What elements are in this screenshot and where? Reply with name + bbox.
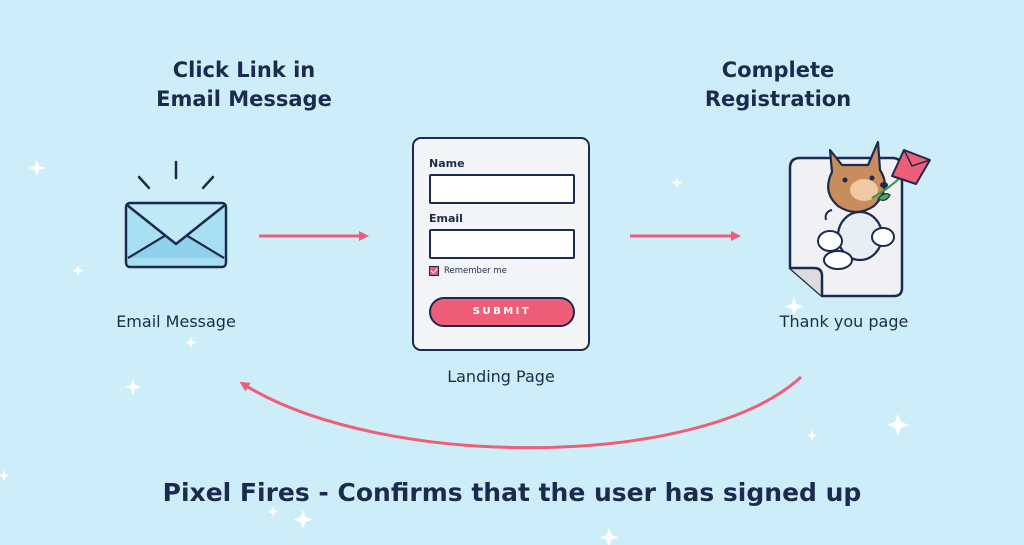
dog-with-flower-icon	[817, 140, 931, 270]
heading-line: Complete	[721, 58, 835, 82]
sparkle-icon	[599, 528, 619, 545]
step-email-heading: Click Link in Email Message	[134, 56, 354, 114]
email-caption: Email Message	[116, 312, 236, 331]
sparkle-icon	[267, 506, 279, 517]
sparkle-icon	[72, 265, 84, 276]
remember-me: Remember me	[429, 266, 507, 276]
checkbox-icon	[429, 266, 439, 276]
submit-button: SUBMIT	[429, 297, 575, 327]
sparkle-icons	[0, 160, 909, 545]
envelope-icon	[124, 160, 228, 269]
heading-line: Email Message	[156, 87, 332, 111]
sparkle-icon	[671, 177, 683, 188]
sparkle-icon	[29, 160, 45, 176]
heading-line: Registration	[704, 87, 852, 111]
arrow-return-curve	[239, 375, 803, 450]
sparkle-icon	[806, 430, 818, 441]
sparkle-icon	[125, 379, 141, 395]
sparkle-icon	[784, 297, 804, 316]
sparkle-icon	[185, 337, 197, 348]
footer-title: Pixel Fires - Confirms that the user has…	[162, 478, 862, 507]
thankyou-caption: Thank you page	[779, 312, 909, 331]
landing-caption: Landing Page	[447, 367, 555, 386]
email-label: Email	[429, 212, 463, 225]
sparkle-icon	[0, 470, 10, 481]
landing-page-form: Name Email Remember me SUBMIT	[412, 137, 590, 351]
sparkle-icon	[293, 510, 313, 529]
heading-line: Click Link in	[172, 58, 316, 82]
sparkle-icon	[887, 414, 909, 436]
step-thankyou-heading: Complete Registration	[668, 56, 888, 114]
name-label: Name	[429, 157, 465, 170]
remember-label: Remember me	[444, 266, 507, 276]
name-input	[429, 174, 575, 204]
email-input	[429, 229, 575, 259]
